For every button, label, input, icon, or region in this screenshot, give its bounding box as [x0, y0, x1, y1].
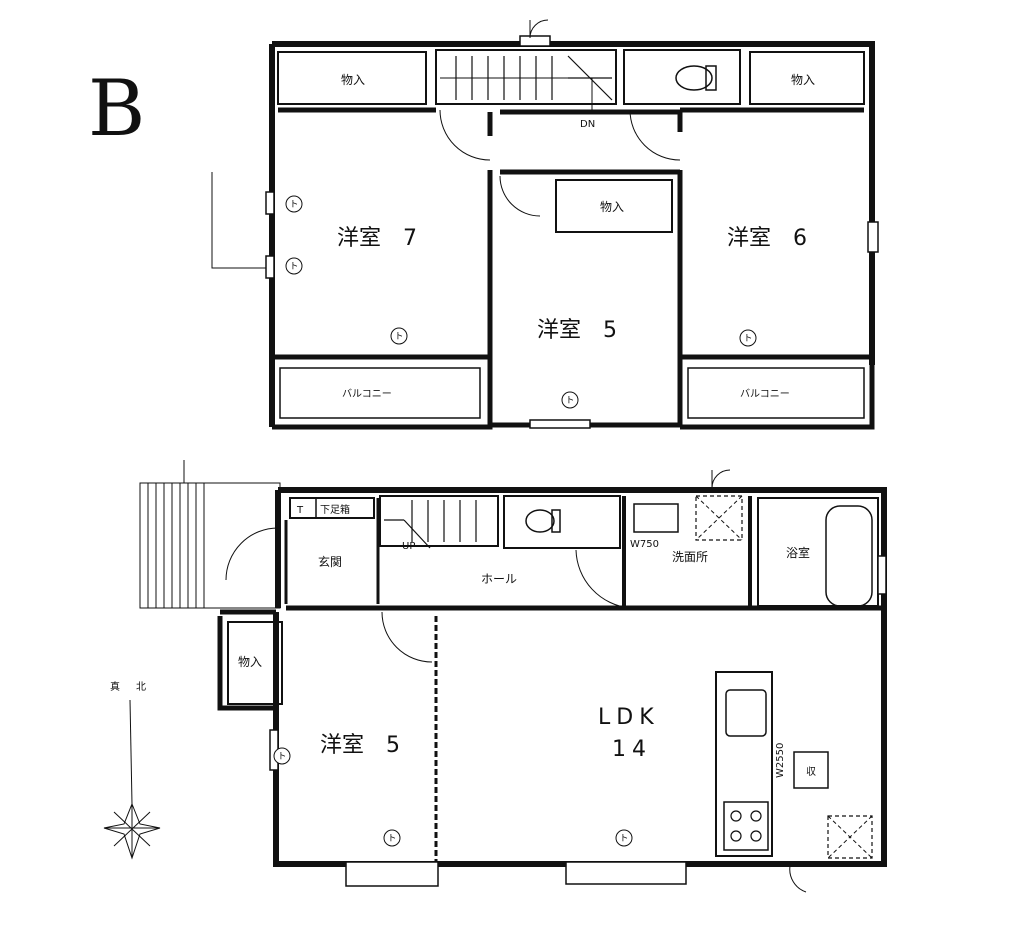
outlet-label: ト: [394, 332, 403, 342]
shoe-box-label: 下足箱: [320, 503, 350, 516]
balcony-label: バルコニー: [740, 388, 790, 400]
outlet-label: ト: [289, 262, 298, 272]
kitchen-dim-label: W2550: [775, 743, 786, 778]
outlet-label: ト: [619, 834, 628, 844]
room-label: 洋室 6: [727, 226, 807, 251]
room-label: 洋室 5: [537, 318, 617, 343]
hall-label: ホール: [481, 572, 517, 586]
ldk-size-label: 14: [612, 737, 652, 762]
washroom-label: 洗面所: [672, 550, 708, 564]
storage-label: 物入: [238, 655, 262, 669]
room-label: 洋室 7: [337, 226, 417, 251]
outlet-label: ト: [277, 752, 286, 762]
balcony-label: バルコニー: [342, 388, 392, 400]
compass-true-label: 真: [110, 680, 120, 693]
outlet-label: ト: [565, 396, 574, 406]
room-label: 洋室 5: [320, 733, 400, 758]
outlet-label: ト: [289, 200, 298, 210]
lower-floor: [139, 460, 887, 893]
outlet-icon: [273, 747, 633, 847]
entrance-label: 玄関: [318, 554, 342, 569]
kitchen-storage-label: 収: [806, 766, 816, 778]
plan-letter: B: [88, 64, 145, 154]
storage-label: 物入: [600, 200, 624, 214]
t-mark: T: [296, 505, 304, 516]
ldk-label: LDK: [598, 705, 660, 730]
storage-label: 物入: [341, 73, 365, 87]
compass-icon: [103, 699, 161, 860]
washroom-dim-label: W750: [630, 539, 659, 550]
outlet-label: ト: [743, 334, 752, 344]
outlet-label: ト: [387, 834, 396, 844]
outlet-icon: [285, 195, 757, 409]
storage-label: 物入: [791, 73, 815, 87]
compass-north-label: 北: [136, 681, 146, 693]
upper-floor: [211, 19, 879, 430]
stairs-up-label: UP: [402, 541, 415, 552]
bath-label: 浴室: [786, 545, 810, 560]
stairs-dn-label: DN: [580, 119, 595, 130]
